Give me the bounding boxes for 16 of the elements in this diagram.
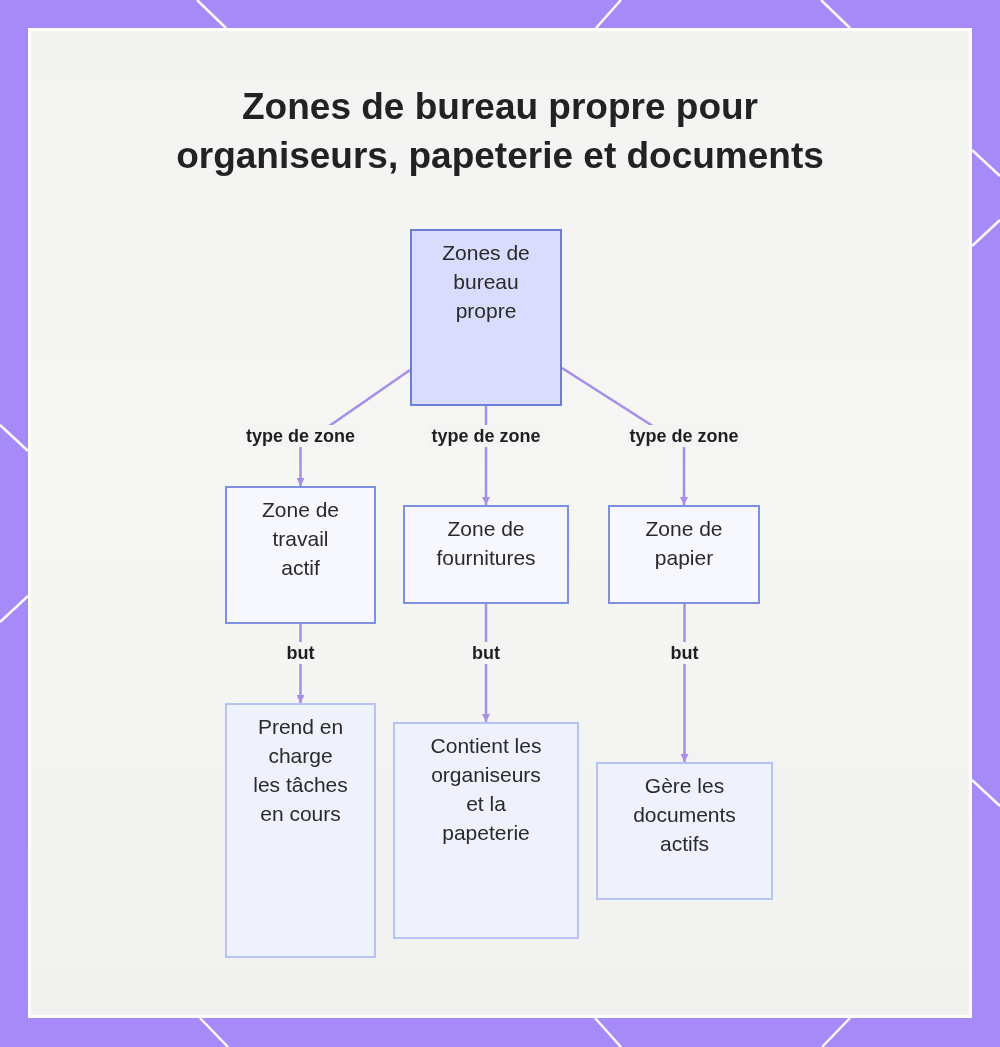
topic-box <box>410 229 562 406</box>
diagram-title: Zones de bureau propre pour organiseurs, papeterie et documents <box>175 85 825 178</box>
edge-label: type de zone <box>243 425 358 447</box>
purpose-box <box>393 722 579 939</box>
zone-box <box>403 505 569 604</box>
node-text: Gère les documents actifs <box>632 773 737 857</box>
purpose-box <box>225 703 376 958</box>
node-text: Zone de fournitures <box>435 516 537 571</box>
node-text: Zone de papier <box>644 516 724 571</box>
node-text: Zones de bureau propre <box>441 240 531 324</box>
zone-box <box>608 505 760 604</box>
node-text: Zone de travail actif <box>260 497 341 581</box>
node-text: Prend en charge les tâches en cours <box>253 714 348 827</box>
node-text: Contient les organiseurs et la papeterie <box>429 733 543 846</box>
zone-box <box>225 486 376 624</box>
purpose-box <box>596 762 773 900</box>
